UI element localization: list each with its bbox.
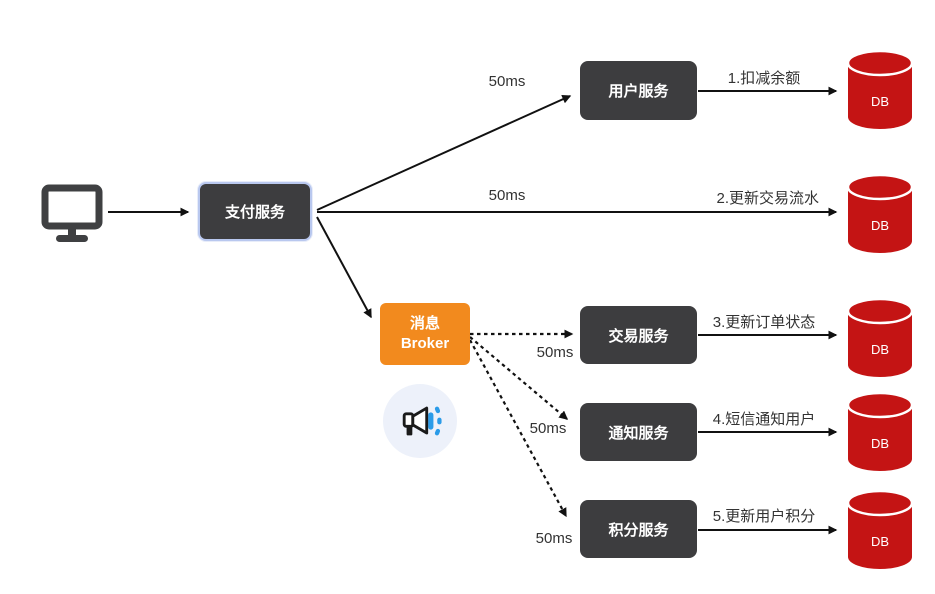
notify-service-node: 通知服务 (580, 403, 697, 461)
db-label: DB (871, 218, 889, 233)
payment-service-node: 支付服务 (198, 182, 312, 241)
action-label-deduct-balance: 1.扣减余额 (727, 70, 801, 87)
megaphone-icon (383, 384, 457, 458)
points-service-node: 积分服务 (580, 500, 697, 558)
db-label: DB (871, 534, 889, 549)
latency-label-broker-trade: 50ms (536, 344, 574, 361)
message-broker-node: 消息 Broker (380, 303, 470, 365)
payment-service-label: 支付服务 (224, 204, 285, 221)
database-icon-1: DB (845, 48, 915, 132)
client-monitor-icon (40, 183, 104, 243)
db-label: DB (871, 436, 889, 451)
points-service-label: 积分服务 (608, 521, 669, 539)
database-icon-2: DB (845, 172, 915, 256)
notify-service-label: 通知服务 (608, 424, 669, 442)
user-service-label: 用户服务 (608, 83, 669, 100)
latency-label-broker-points: 50ms (535, 530, 573, 547)
latency-label-broker-notify: 50ms (529, 420, 567, 437)
action-label-update-order-status: 3.更新订单状态 (712, 314, 816, 331)
user-service-node: 用户服务 (580, 61, 697, 120)
latency-label-payment-user: 50ms (488, 73, 526, 90)
trade-service-node: 交易服务 (580, 306, 697, 364)
arrow-payment-to-broker (316, 216, 372, 319)
latency-label-payment-db: 50ms (488, 187, 526, 204)
broker-label-line1: 消息 (409, 315, 440, 333)
broker-label-line2: Broker (400, 335, 450, 352)
action-label-update-user-points: 5.更新用户积分 (712, 508, 816, 525)
action-label-sms-notify-user: 4.短信通知用户 (712, 411, 816, 428)
db-label: DB (871, 342, 889, 357)
database-icon-5: DB (845, 488, 915, 572)
action-label-update-trade-flow: 2.更新交易流水 (716, 190, 819, 207)
trade-service-label: 交易服务 (608, 327, 669, 345)
database-icon-4: DB (845, 390, 915, 474)
db-label: DB (871, 94, 889, 109)
database-icon-3: DB (845, 296, 915, 380)
